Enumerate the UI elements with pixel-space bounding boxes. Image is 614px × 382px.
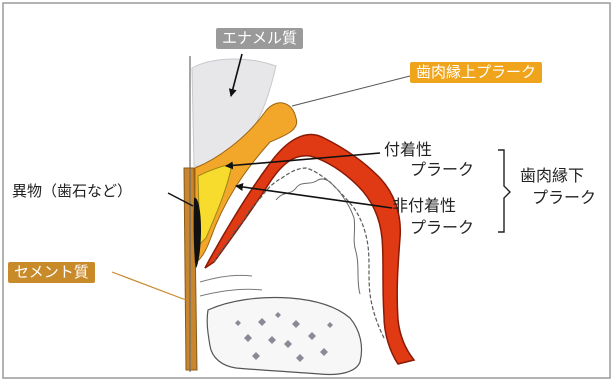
- cementum-label: セメント質: [8, 262, 95, 283]
- subgingival-plaque-label-line2: プラーク: [532, 190, 596, 206]
- foreign-matter-label: 異物（歯石など）: [12, 184, 132, 199]
- enamel-label: エナメル質: [216, 28, 303, 49]
- adherent-plaque-label-line1: 付着性: [384, 142, 432, 158]
- nonadherent-plaque-label-line1: 非付着性: [392, 198, 456, 214]
- supragingival-plaque-label: 歯肉縁上プラーク: [410, 62, 542, 83]
- supragingival-leader: [292, 76, 410, 106]
- nonadherent-plaque-label-line2: プラーク: [410, 220, 474, 236]
- connective-tissue-line: [276, 179, 360, 294]
- ligament-lines: [200, 275, 262, 296]
- alveolar-bone-outline: [207, 298, 361, 375]
- subgingival-brace: [498, 150, 510, 232]
- subgingival-plaque-label-line1: 歯肉縁下: [520, 168, 584, 184]
- cementum-leader: [112, 272, 186, 300]
- adherent-plaque-label-line2: プラーク: [410, 162, 474, 178]
